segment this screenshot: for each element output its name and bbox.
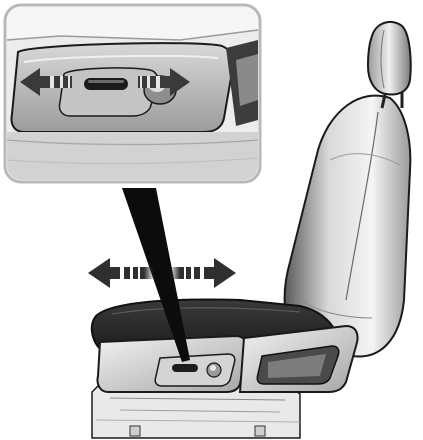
seat-switch-icon bbox=[172, 364, 198, 372]
inset-callout bbox=[5, 5, 260, 182]
seat-switch-small bbox=[155, 354, 235, 386]
arrow-left-icon bbox=[88, 258, 154, 288]
arrow-right-icon bbox=[170, 258, 236, 288]
